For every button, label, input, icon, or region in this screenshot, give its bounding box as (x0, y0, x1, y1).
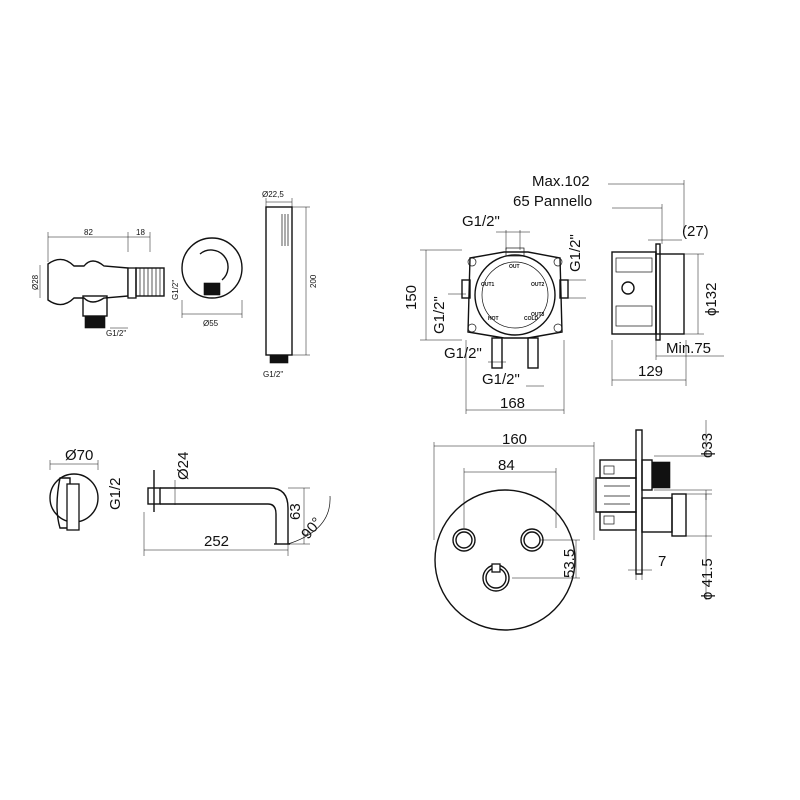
port-cold: COLD (524, 316, 539, 322)
port-out2: OUT2 (531, 282, 545, 288)
spout-view: Ø70 G1/2 Ø24 63 252 90° (49, 447, 331, 556)
hand-shower-thread-label: G1/2" (263, 370, 283, 379)
trim-plate-view: 160 84 53.5 (433, 431, 595, 631)
hand-shower-nozzles (281, 214, 289, 246)
trim-offset-label: 53.5 (561, 549, 578, 578)
thread-hatch (139, 268, 161, 296)
section-7-label: 7 (658, 553, 666, 570)
section-41-label: ϕ 41.5 (699, 558, 716, 600)
section-internal-details (603, 465, 630, 525)
wall-elbow-arc (199, 249, 229, 281)
wall-elbow-diameter-label: Ø55 (203, 319, 219, 328)
side-panel-plate (655, 243, 661, 341)
body-left-thread-label: G1/2" (431, 296, 448, 334)
port-out3: OUT3 (531, 312, 545, 318)
wall-elbow-thread (203, 282, 221, 296)
spout-angle-arc (287, 495, 331, 545)
side-diameter-label: ϕ132 (703, 283, 720, 316)
body-right-port (559, 279, 569, 299)
body-housing (467, 251, 563, 339)
section-knob (671, 493, 687, 537)
spout-pipe (160, 487, 289, 544)
side-panel-label: 65 Pannello (513, 193, 592, 210)
outlet-depth-label: 18 (136, 228, 145, 237)
concealed-body-side: Max.102 65 Pannello (27) ϕ132 Min.75 129 (513, 173, 724, 386)
body-inner-ring (481, 261, 549, 329)
trim-section-view: ϕ33 ϕ 41.5 7 (595, 420, 716, 600)
port-out: OUT (509, 264, 520, 270)
side-27-label: (27) (682, 223, 709, 240)
section-button-cap (651, 461, 671, 489)
port-out1: OUT1 (481, 282, 495, 288)
side-max-label: Max.102 (532, 173, 590, 190)
spout-height-label: 63 (287, 503, 304, 520)
body-top-thread-label: G1/2" (462, 213, 500, 230)
side-housing (611, 251, 657, 335)
hand-shower-view: Ø22,5 200 G1/2" (262, 190, 318, 379)
shower-holder-body (47, 258, 129, 306)
hand-shower-thread (269, 354, 289, 364)
trim-button-left (452, 528, 476, 552)
port-hot: HOT (488, 316, 499, 322)
body-hot-inlet (491, 337, 503, 369)
outlet-diameter-label: Ø28 (31, 274, 40, 290)
outlet-flange (127, 267, 137, 299)
outlet-bottom-thread-label: G1/2" (106, 329, 126, 338)
wall-elbow-view: Ø55 (181, 237, 243, 328)
spout-nut (147, 487, 161, 505)
body-width-label: 168 (500, 395, 525, 412)
side-min-label: Min.75 (666, 340, 711, 357)
outlet-bottom-thread (84, 315, 106, 329)
trim-knob-marker (491, 563, 501, 573)
spout-rosette-shaft (66, 483, 80, 531)
spout-length-label: 252 (204, 533, 229, 550)
outlet-threaded-nut (135, 267, 165, 297)
body-height-label: 150 (403, 285, 420, 310)
spout-thread-label: G1/2 (107, 477, 124, 510)
side-port (621, 281, 635, 295)
outlet-length-label: 82 (84, 228, 93, 237)
outlet-side-thread-label: G1/2" (171, 280, 180, 300)
body-top-port (505, 247, 525, 257)
hand-shower-diameter-label: Ø22,5 (262, 190, 284, 199)
body-cold-inlet (527, 337, 539, 369)
spout-pipe-diameter-label: Ø24 (175, 452, 192, 480)
trim-spacing-label: 84 (498, 457, 515, 474)
trim-diameter-label: 160 (502, 431, 527, 448)
side-depth-label: 129 (638, 363, 663, 380)
section-33-label: ϕ33 (699, 433, 716, 458)
spout-rosette-diameter-label: Ø70 (65, 447, 93, 464)
body-left-port (461, 279, 471, 299)
shower-outlet-view: 82 18 Ø28 G1/2" G1/2" (31, 228, 180, 338)
body-center-ring (474, 254, 556, 336)
body-bottom-thread-label-2: G1/2" (482, 371, 520, 388)
wall-elbow-rosette (181, 237, 243, 299)
body-right-thread-label: G1/2" (567, 234, 584, 272)
hand-shower-length-label: 200 (309, 274, 318, 288)
concealed-body-front: 150 G1/2" G1/2" OUT OUT1 OUT2 OUT3 HOT C… (403, 213, 586, 414)
trim-plate (434, 489, 576, 631)
body-bottom-thread-label-1: G1/2" (444, 345, 482, 362)
section-plate (635, 429, 643, 575)
